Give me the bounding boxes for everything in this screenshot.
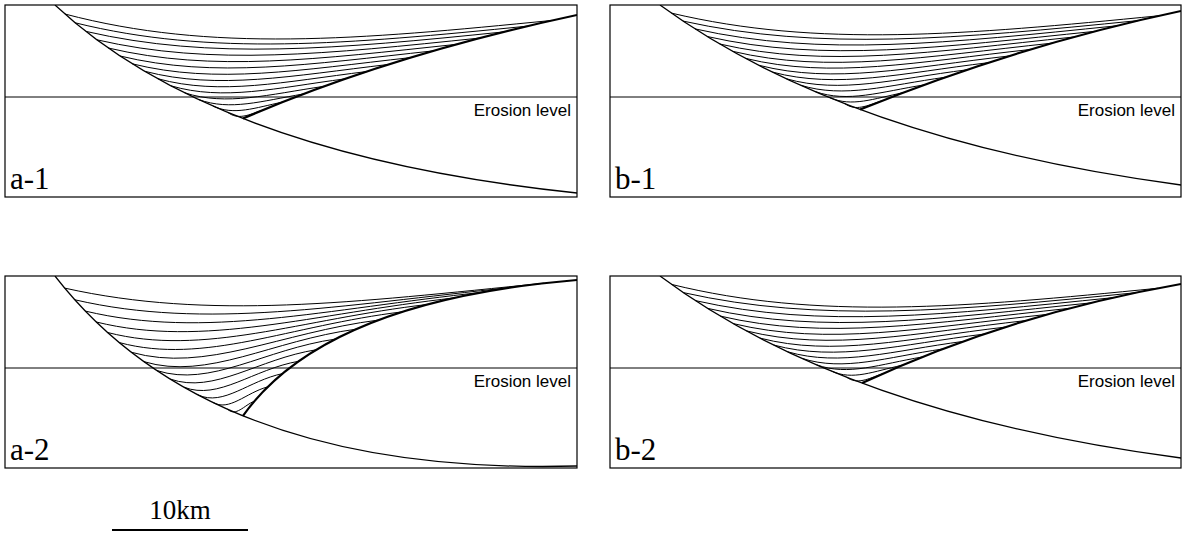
stratum-line	[144, 329, 357, 367]
stratum-line	[108, 44, 457, 61]
fault-line	[55, 5, 577, 193]
erosion-line	[610, 368, 1181, 369]
stratum-line	[213, 387, 268, 405]
panel-frame	[5, 5, 577, 197]
stratum-line	[119, 312, 402, 350]
stratum-line	[847, 374, 882, 381]
scale-label: 10km	[149, 497, 211, 524]
fault-line	[660, 276, 1181, 458]
strata	[55, 5, 577, 193]
strata	[660, 276, 1181, 458]
stratum-line	[132, 320, 379, 358]
erosion-line	[5, 368, 577, 369]
panel-label: b-2	[613, 434, 658, 465]
stratum-line	[720, 308, 1069, 328]
stratum-line	[65, 283, 545, 306]
panel-frame	[5, 276, 577, 468]
panel-label: a-1	[8, 163, 52, 194]
stratum-line	[802, 349, 943, 364]
stratum-line	[801, 77, 946, 91]
stratum-line	[171, 79, 346, 93]
erosion-label: Erosion level	[1076, 101, 1177, 120]
basin-flank	[860, 11, 1181, 109]
stratum-line	[845, 101, 882, 107]
stratum-line	[760, 327, 1005, 346]
stratum-line	[96, 298, 454, 332]
stratum-line	[85, 292, 483, 323]
fault-line	[55, 276, 577, 466]
stratum-line	[145, 64, 389, 80]
stratum-line	[75, 287, 513, 314]
stratum-line	[157, 339, 336, 375]
basin-panel	[610, 276, 1181, 468]
stratum-line	[120, 51, 434, 68]
erosion-label: Erosion level	[1076, 372, 1177, 391]
stratum-line	[832, 365, 903, 375]
panel-label: a-2	[8, 434, 52, 465]
stratum-line	[108, 304, 428, 340]
scale-bar	[112, 529, 248, 531]
strata	[660, 5, 1181, 185]
basin-panel	[5, 276, 577, 468]
stratum-line	[815, 85, 924, 97]
stratum-line	[97, 38, 480, 55]
stratum-line	[228, 110, 263, 116]
stratum-line	[199, 94, 304, 105]
basin-panel	[5, 5, 577, 197]
panel-frame	[610, 276, 1181, 468]
erosion-line	[5, 97, 577, 98]
basin-flank	[243, 280, 577, 416]
stratum-line	[170, 350, 316, 383]
stratum-line	[746, 321, 1026, 341]
stratum-line	[158, 72, 367, 87]
erosion-label: Erosion level	[472, 372, 573, 391]
panel-label: b-1	[613, 163, 658, 194]
stratum-line	[213, 102, 283, 111]
fault-line	[660, 5, 1181, 185]
stratum-line	[75, 23, 528, 44]
stratum-line	[132, 58, 411, 75]
erosion-line	[610, 97, 1181, 98]
stratum-line	[683, 21, 1138, 40]
stratum-line	[184, 361, 299, 390]
panel-frame	[610, 5, 1181, 197]
erosion-label: Erosion level	[472, 101, 573, 120]
strata	[55, 276, 577, 466]
stratum-line	[228, 401, 255, 412]
stratum-line	[733, 314, 1048, 334]
stratum-line	[198, 374, 282, 398]
basin-panel	[610, 5, 1181, 197]
